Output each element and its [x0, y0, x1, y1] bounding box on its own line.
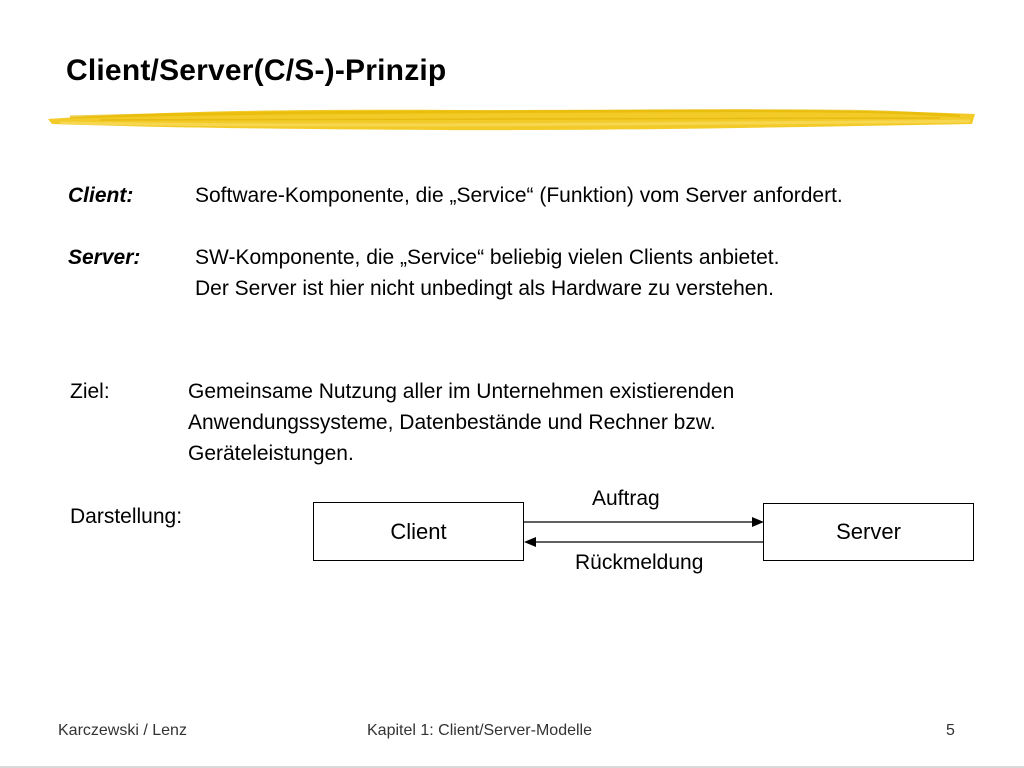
server-definition-label: Server:	[68, 246, 141, 269]
goal-label: Ziel:	[70, 380, 110, 403]
client-box-label: Client	[390, 518, 447, 544]
client-box: Client	[313, 502, 524, 561]
request-label: Auftrag	[592, 487, 660, 510]
server-box-label: Server	[836, 519, 901, 544]
footer-authors: Karczewski / Lenz	[58, 722, 187, 739]
client-definition-label: Client:	[68, 184, 134, 207]
slide-title: Client/Server(C/S-)-Prinzip	[66, 54, 447, 87]
goal-line-1: Gemeinsame Nutzung aller im Unternehmen …	[188, 380, 735, 403]
goal-line-2: Anwendungssysteme, Datenbestände und Rec…	[188, 411, 716, 434]
response-arrow	[524, 537, 764, 547]
server-definition-line-1: SW-Komponente, die „Service“ beliebig vi…	[195, 246, 780, 269]
title-highlight-stroke	[48, 109, 975, 131]
response-label: Rückmeldung	[575, 551, 704, 574]
server-box: Server	[763, 503, 974, 561]
footer-page-number: 5	[946, 722, 955, 739]
server-definition-line-2: Der Server ist hier nicht unbedingt als …	[195, 277, 774, 300]
footer-chapter: Kapitel 1: Client/Server-Modelle	[367, 722, 592, 739]
goal-line-3: Geräteleistungen.	[188, 442, 354, 465]
request-response-arrows	[524, 517, 764, 547]
client-definition-text: Software-Komponente, die „Service“ (Funk…	[195, 184, 843, 207]
representation-label: Darstellung:	[70, 505, 183, 528]
bottom-divider	[0, 766, 1024, 768]
request-arrow	[524, 517, 764, 527]
